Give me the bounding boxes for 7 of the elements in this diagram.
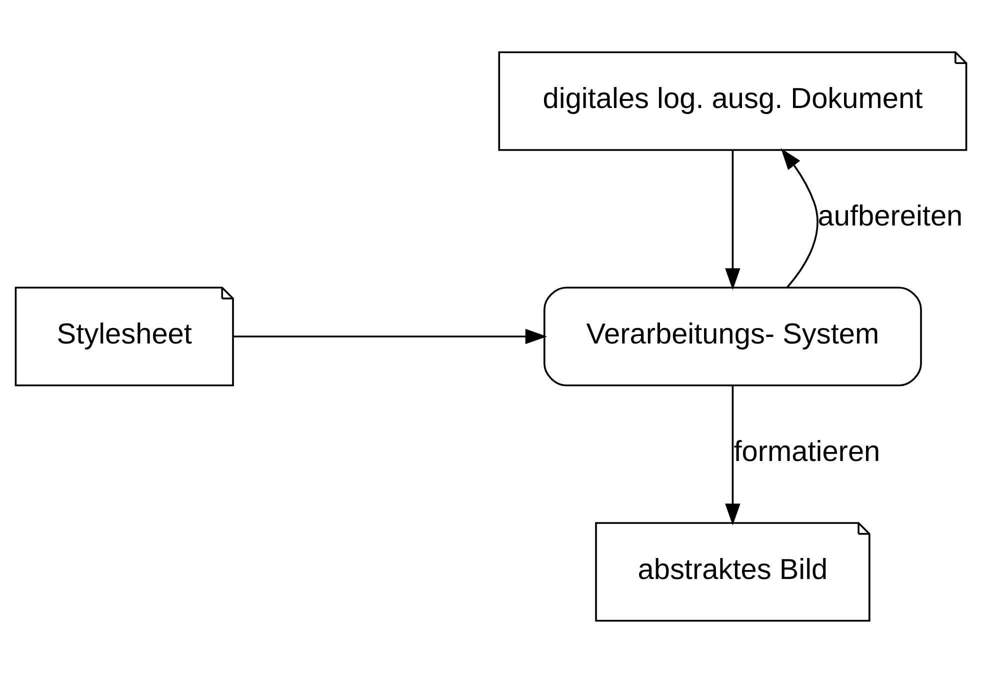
arrow	[780, 148, 818, 288]
arrow	[233, 328, 548, 344]
node-box: Verarbeitungs- System	[544, 286, 922, 386]
arrow	[725, 386, 740, 526]
edge-label: formatieren	[734, 436, 880, 468]
arrow	[725, 150, 740, 290]
edge-label: aufbereiten	[818, 200, 963, 233]
